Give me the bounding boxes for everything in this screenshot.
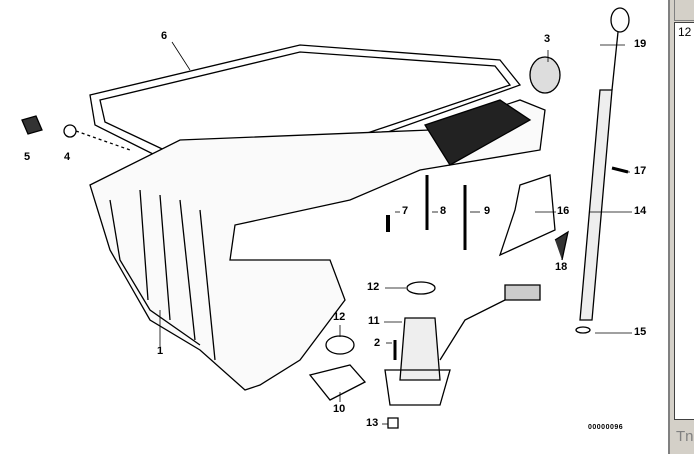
callout-2[interactable]: 2 xyxy=(374,337,381,349)
dipstick-part-19 xyxy=(611,31,619,91)
callout-14[interactable]: 14 xyxy=(634,205,647,217)
callout-17[interactable]: 17 xyxy=(634,165,647,177)
callout-4[interactable]: 4 xyxy=(64,151,71,163)
gasket-part-10 xyxy=(308,364,367,401)
guide-tube-part-14 xyxy=(579,89,613,321)
oil-pan-part-1 xyxy=(89,99,546,391)
callout-12-b[interactable]: 12 xyxy=(333,311,346,323)
washer-part-4 xyxy=(63,124,77,138)
callout-3[interactable]: 3 xyxy=(544,33,551,45)
callout-15[interactable]: 15 xyxy=(634,326,647,338)
side-panel-list[interactable]: 12 xyxy=(674,22,694,420)
callout-13[interactable]: 13 xyxy=(366,417,379,429)
pump-part-11 xyxy=(399,317,441,381)
callout-12[interactable]: 12 xyxy=(367,281,380,293)
callout-8[interactable]: 8 xyxy=(440,205,447,217)
callout-18[interactable]: 18 xyxy=(555,261,568,273)
callout-9[interactable]: 9 xyxy=(484,205,491,217)
gasket-part-6 xyxy=(89,44,522,191)
drawing-code: 00000096 xyxy=(588,424,624,431)
list-item[interactable]: 12 xyxy=(678,25,692,39)
callout-11[interactable]: 11 xyxy=(368,315,380,327)
oil-pan-parts-diagram xyxy=(21,7,632,429)
o-ring-part-12 xyxy=(406,281,436,295)
cap-part-3 xyxy=(529,56,561,94)
side-panel-footer: Tn xyxy=(676,428,694,445)
bracket-part-16 xyxy=(498,174,556,257)
callout-10[interactable]: 10 xyxy=(333,403,346,415)
callout-5[interactable]: 5 xyxy=(24,151,31,163)
callout-1[interactable]: 1 xyxy=(157,345,164,357)
nut-part-13 xyxy=(387,417,399,429)
side-panel-header xyxy=(674,0,694,21)
callout-19[interactable]: 19 xyxy=(634,38,647,50)
bolt-part-5 xyxy=(21,115,43,135)
callout-6[interactable]: 6 xyxy=(161,30,168,42)
callout-7[interactable]: 7 xyxy=(402,205,409,217)
side-panel: 12 Tn xyxy=(668,0,694,454)
callout-16[interactable]: 16 xyxy=(557,205,570,217)
